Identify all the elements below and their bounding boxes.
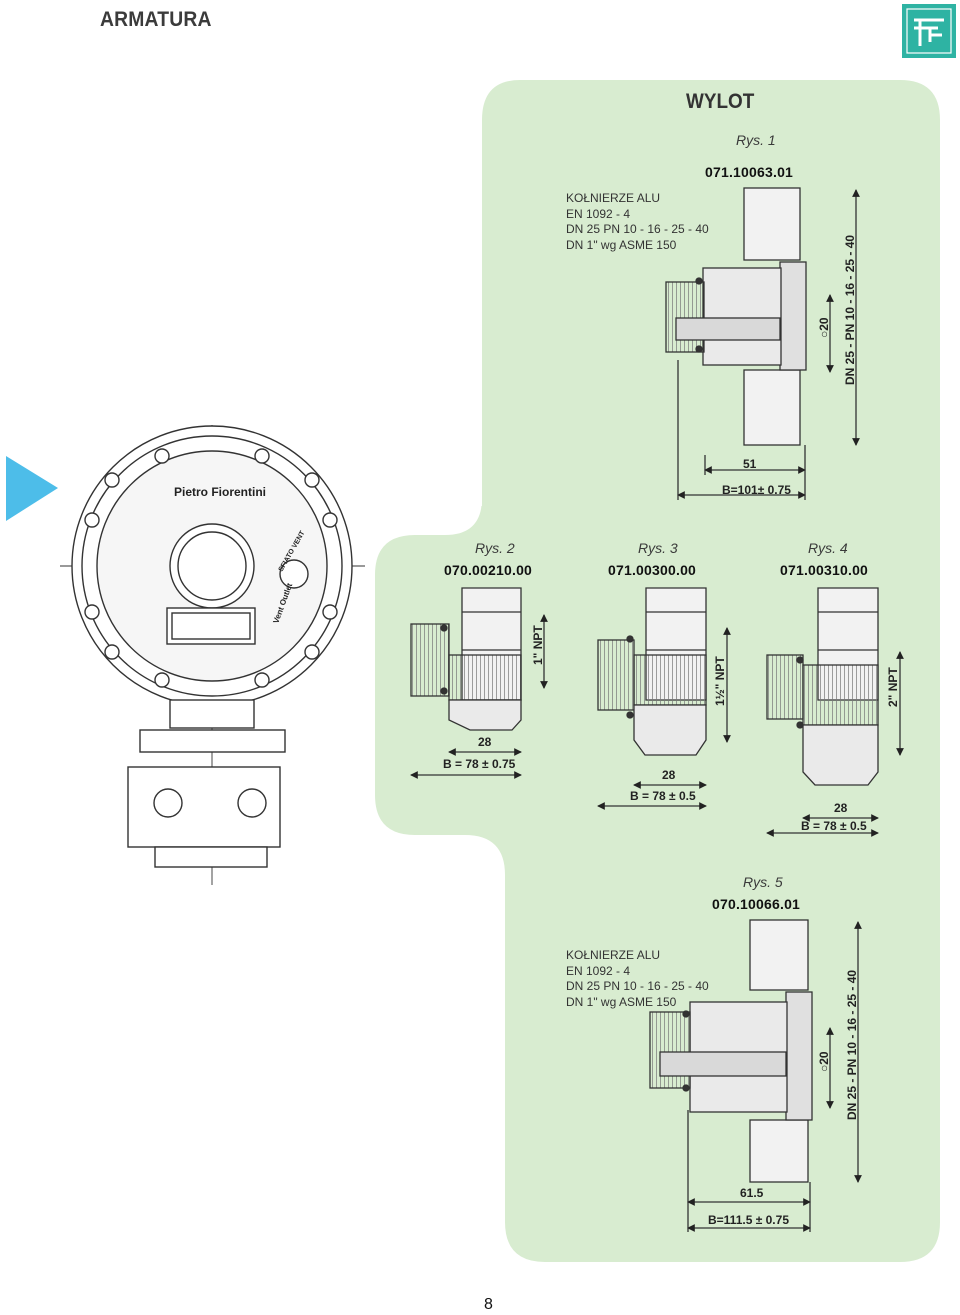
- dim-label: 51: [743, 457, 757, 471]
- figure-1-drawing: [665, 187, 860, 500]
- note-line: EN 1092 - 4: [566, 963, 631, 978]
- regulator-badge: SFIATO VENT: [278, 529, 307, 573]
- page-number: 8: [484, 1296, 493, 1313]
- figure-4-code: 071.00310.00: [780, 562, 869, 578]
- note-line: EN 1092 - 4: [566, 206, 631, 221]
- regulator-brand: Pietro Fiorentini: [174, 485, 266, 499]
- dim-label: 28: [478, 735, 492, 749]
- dim-label: ○20: [817, 317, 831, 338]
- dim-label: 61.5: [740, 1186, 764, 1200]
- flow-arrow-icon: [415, 452, 482, 524]
- note-line: DN 1" wg ASME 150: [566, 994, 677, 1009]
- note-line: DN 1" wg ASME 150: [566, 237, 677, 252]
- dim-label: 1½" NPT: [713, 656, 727, 706]
- dim-label: B=101± 0.75: [722, 483, 791, 497]
- figure-2-drawing: [410, 587, 548, 779]
- regulator-drawing: [60, 425, 365, 885]
- dim-label: B = 78 ± 0.5: [801, 819, 867, 833]
- figure-5-code: 070.10066.01: [712, 896, 801, 912]
- section-title: WYLOT: [686, 90, 755, 113]
- figure-2-label: Rys. 2: [475, 540, 515, 556]
- left-arrow-icon: [6, 456, 58, 521]
- dim-label: 28: [834, 801, 848, 815]
- figure-3-code: 071.00300.00: [608, 562, 697, 578]
- page-title: ARMATURA: [100, 8, 212, 31]
- company-logo-icon: [902, 4, 956, 58]
- dim-label: B=111.5 ± 0.75: [708, 1213, 789, 1227]
- dim-label: DN 25 - PN 10 - 16 - 25 - 40: [845, 970, 859, 1120]
- note-line: KOŁNIERZE ALU: [566, 948, 661, 962]
- dim-label: ○20: [817, 1051, 831, 1072]
- dim-label: 28: [662, 768, 676, 782]
- figure-2-code: 070.00210.00: [444, 562, 533, 578]
- note-line: KOŁNIERZE ALU: [566, 191, 661, 205]
- dim-label: 1" NPT: [531, 625, 545, 665]
- dim-label: 2" NPT: [886, 667, 900, 707]
- notes-top: KOŁNIERZE ALU EN 1092 - 4 DN 25 PN 10 - …: [566, 191, 709, 253]
- regulator-vent-label: Vent Outlet: [271, 582, 294, 625]
- dim-label: B = 78 ± 0.5: [630, 789, 696, 803]
- note-line: DN 25 PN 10 - 16 - 25 - 40: [566, 222, 709, 236]
- figure-3-drawing: [597, 587, 731, 810]
- dim-label: DN 25 - PN 10 - 16 - 25 - 40: [843, 235, 857, 385]
- note-line: DN 25 PN 10 - 16 - 25 - 40: [566, 979, 709, 993]
- figure-4-label: Rys. 4: [808, 540, 848, 556]
- figure-4-drawing: [766, 587, 904, 837]
- notes-bottom: KOŁNIERZE ALU EN 1092 - 4 DN 25 PN 10 - …: [566, 948, 709, 1010]
- figure-5-label: Rys. 5: [743, 874, 783, 890]
- figure-1-code: 071.10063.01: [705, 164, 794, 180]
- figure-3-label: Rys. 3: [638, 540, 678, 556]
- dim-label: B = 78 ± 0.75: [443, 757, 516, 771]
- figure-5-drawing: [649, 919, 862, 1232]
- figure-1-label: Rys. 1: [736, 132, 776, 148]
